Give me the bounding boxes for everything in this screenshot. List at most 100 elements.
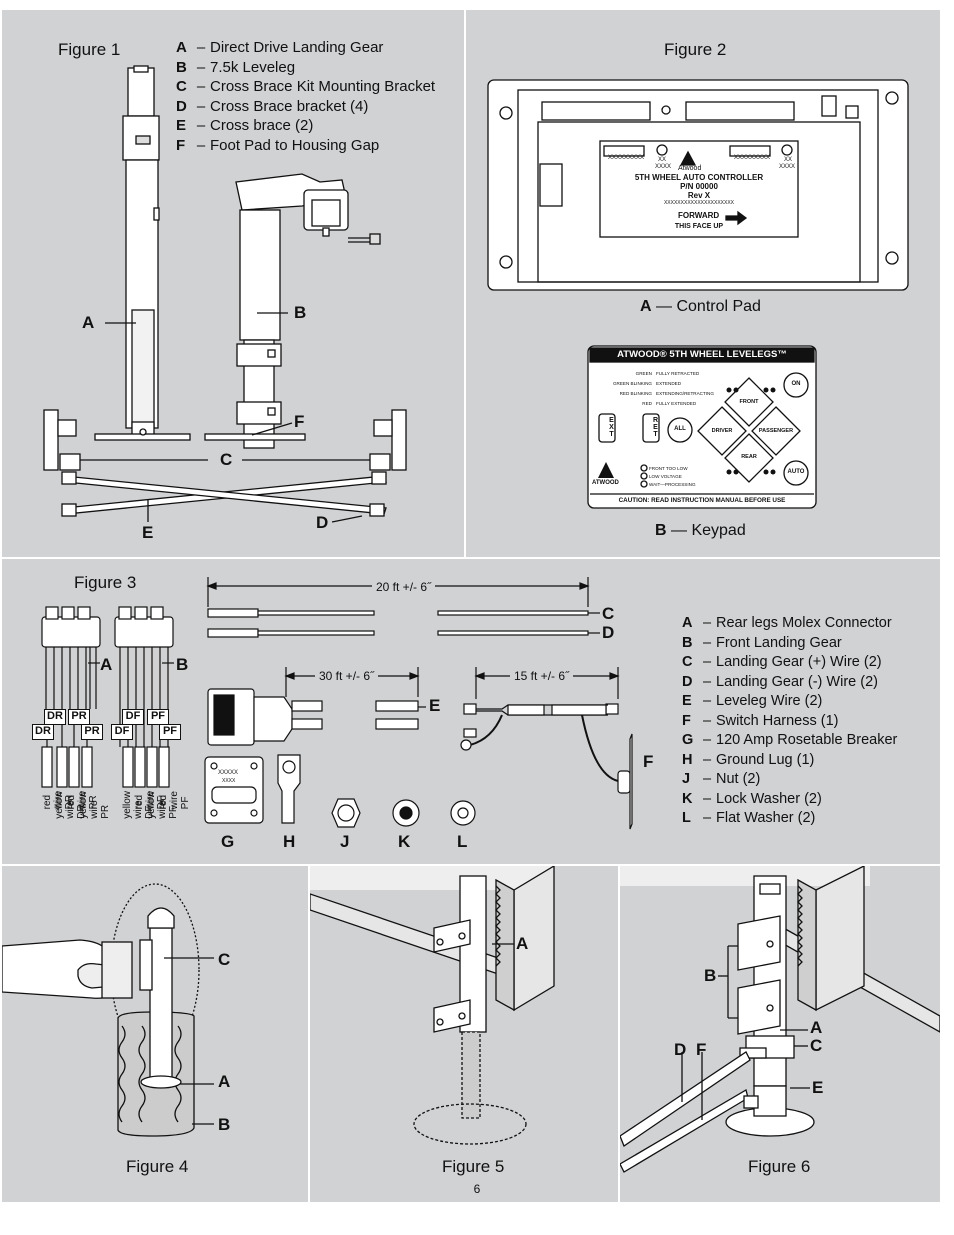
controller-pn: P/N 00000: [680, 182, 718, 191]
indicator-label: FRONT TOO LOW: [649, 466, 688, 471]
ret-button: [642, 413, 660, 443]
landing-gear-motor: [127, 67, 155, 117]
legend-item: G–120 Amp Rosetable Breaker: [682, 732, 898, 748]
auto-button: [783, 460, 809, 486]
tag-dr-2: DR: [32, 724, 54, 740]
controller-xxxx-1: XXXX: [655, 164, 672, 170]
callout-f: F: [643, 752, 654, 771]
molex-connector-b: [114, 616, 174, 648]
figure3-title: Figure 3: [74, 573, 137, 592]
driver-button: [697, 406, 747, 456]
ret-label[interactable]: RET: [652, 417, 659, 438]
legend-item: B–7.5k Leveleg: [176, 58, 296, 76]
breaker-code-1: XXXXX: [218, 770, 239, 776]
callout-c: C: [220, 450, 233, 469]
connector-2: [685, 101, 795, 121]
passenger-button: [751, 406, 801, 456]
mount-bracket-lower: [737, 979, 781, 1035]
all-label[interactable]: ALL: [674, 426, 686, 432]
legend-item: D–Cross Brace bracket (4): [176, 97, 369, 115]
driver-label[interactable]: DRIVER: [711, 428, 733, 434]
connector-1: [541, 101, 651, 121]
callout-l: L: [457, 832, 468, 851]
callout-b: B: [704, 966, 717, 985]
legend-item: F–Switch Harness (1): [682, 712, 839, 729]
legend-item: F–Foot Pad to Housing Gap: [176, 136, 380, 154]
leveleg-wire: [375, 700, 419, 712]
tag-df-2: DF: [111, 724, 133, 740]
foot-pad: [140, 1075, 182, 1089]
figure4-title: Figure 4: [126, 1157, 189, 1176]
controller-xxxx-2: XXXX: [779, 164, 796, 170]
landing-gear-wire-minus: [207, 628, 259, 638]
tag-df: DF: [122, 709, 144, 725]
figure6-panel: B A C D F E Figure 6: [620, 866, 940, 1202]
figure2-panel: Figure 2 XXXXXXXXX XXXXXXXXX XX XXXX XX …: [466, 10, 940, 557]
breaker-code-2: XXXX: [222, 778, 236, 784]
front-label[interactable]: FRONT: [739, 399, 759, 405]
figure6-title: Figure 6: [748, 1157, 811, 1176]
ring-terminal: [460, 739, 472, 751]
callout-h: H: [283, 832, 296, 851]
on-label[interactable]: ON: [791, 381, 801, 387]
forward-arrow-icon: [725, 210, 748, 226]
legend-item: D–Landing Gear (-) Wire (2): [682, 673, 878, 690]
callout-d: D: [674, 1040, 687, 1059]
caption-control-pad: A — Control Pad: [640, 298, 761, 315]
wire-label: yellow wire PR: [78, 791, 111, 819]
callout-d: D: [602, 623, 615, 642]
rear-label[interactable]: REAR: [741, 454, 757, 460]
cross-brace-bracket: [371, 471, 387, 485]
callout-c: C: [810, 1036, 823, 1055]
leveleg-upper: [239, 209, 281, 341]
mount-bracket-left: [43, 409, 59, 471]
legend-item: A–Direct Drive Landing Gear: [176, 39, 384, 56]
figure5-title: Figure 5: [442, 1157, 505, 1176]
callout-f: F: [294, 412, 305, 431]
cross-brace-bracket: [61, 503, 77, 517]
callout-j: J: [340, 832, 350, 851]
leveleg-footpad: [204, 433, 306, 441]
callout-d: D: [316, 513, 329, 532]
figure3-legend: A–Rear legs Molex Connector B–Front Land…: [682, 614, 897, 829]
cross-brace-d: [620, 1051, 751, 1147]
keypad-caution: CAUTION: READ INSTRUCTION MANUAL BEFORE …: [618, 497, 786, 504]
passenger-label[interactable]: PASSENGER: [758, 428, 794, 434]
dim-15ft: 15 ft +/- 6˝: [510, 669, 574, 683]
legend-item: J–Nut (2): [682, 771, 761, 787]
callout-b: B: [218, 1115, 231, 1134]
callout-e: E: [429, 696, 441, 715]
tag-pr: PR: [68, 709, 90, 725]
callout-a: A: [100, 655, 113, 674]
figure5-panel: A Figure 5: [310, 866, 618, 1202]
molex-connector-a: [41, 616, 101, 648]
keypad-drawing: [587, 345, 817, 509]
ext-button: [598, 413, 616, 443]
page-number: 6: [473, 1182, 481, 1196]
figure3-panel: Figure 3: [2, 559, 940, 864]
callout-a: A: [810, 1018, 823, 1037]
callout-c: C: [602, 604, 615, 623]
figure1-drawing: [43, 65, 407, 523]
all-button: [667, 417, 693, 443]
callout-a: A: [516, 934, 529, 953]
auto-label[interactable]: AUTO: [787, 469, 805, 475]
figure1-panel: Figure 1 A–Direct Drive Landing Gear B–7…: [2, 10, 464, 557]
keypad-brand: ATWOOD: [592, 480, 619, 486]
on-button: [783, 372, 809, 398]
figure1-legend: A–Direct Drive Landing Gear B–7.5k Level…: [176, 38, 435, 155]
rocker-switch: [617, 770, 631, 794]
indicator-list: FRONT TOO LOW LOW VOLTAGE WAIT—PROCESSIN…: [649, 465, 696, 489]
mount-bracket-upper: [737, 915, 781, 971]
callout-a: A: [218, 1072, 231, 1091]
landing-gear-leg: [149, 927, 173, 1083]
ext-label[interactable]: EXT: [608, 417, 615, 438]
ground-lug: [277, 754, 301, 824]
legend-item: E–Leveleg Wire (2): [682, 693, 823, 709]
callout-b: B: [294, 303, 307, 322]
